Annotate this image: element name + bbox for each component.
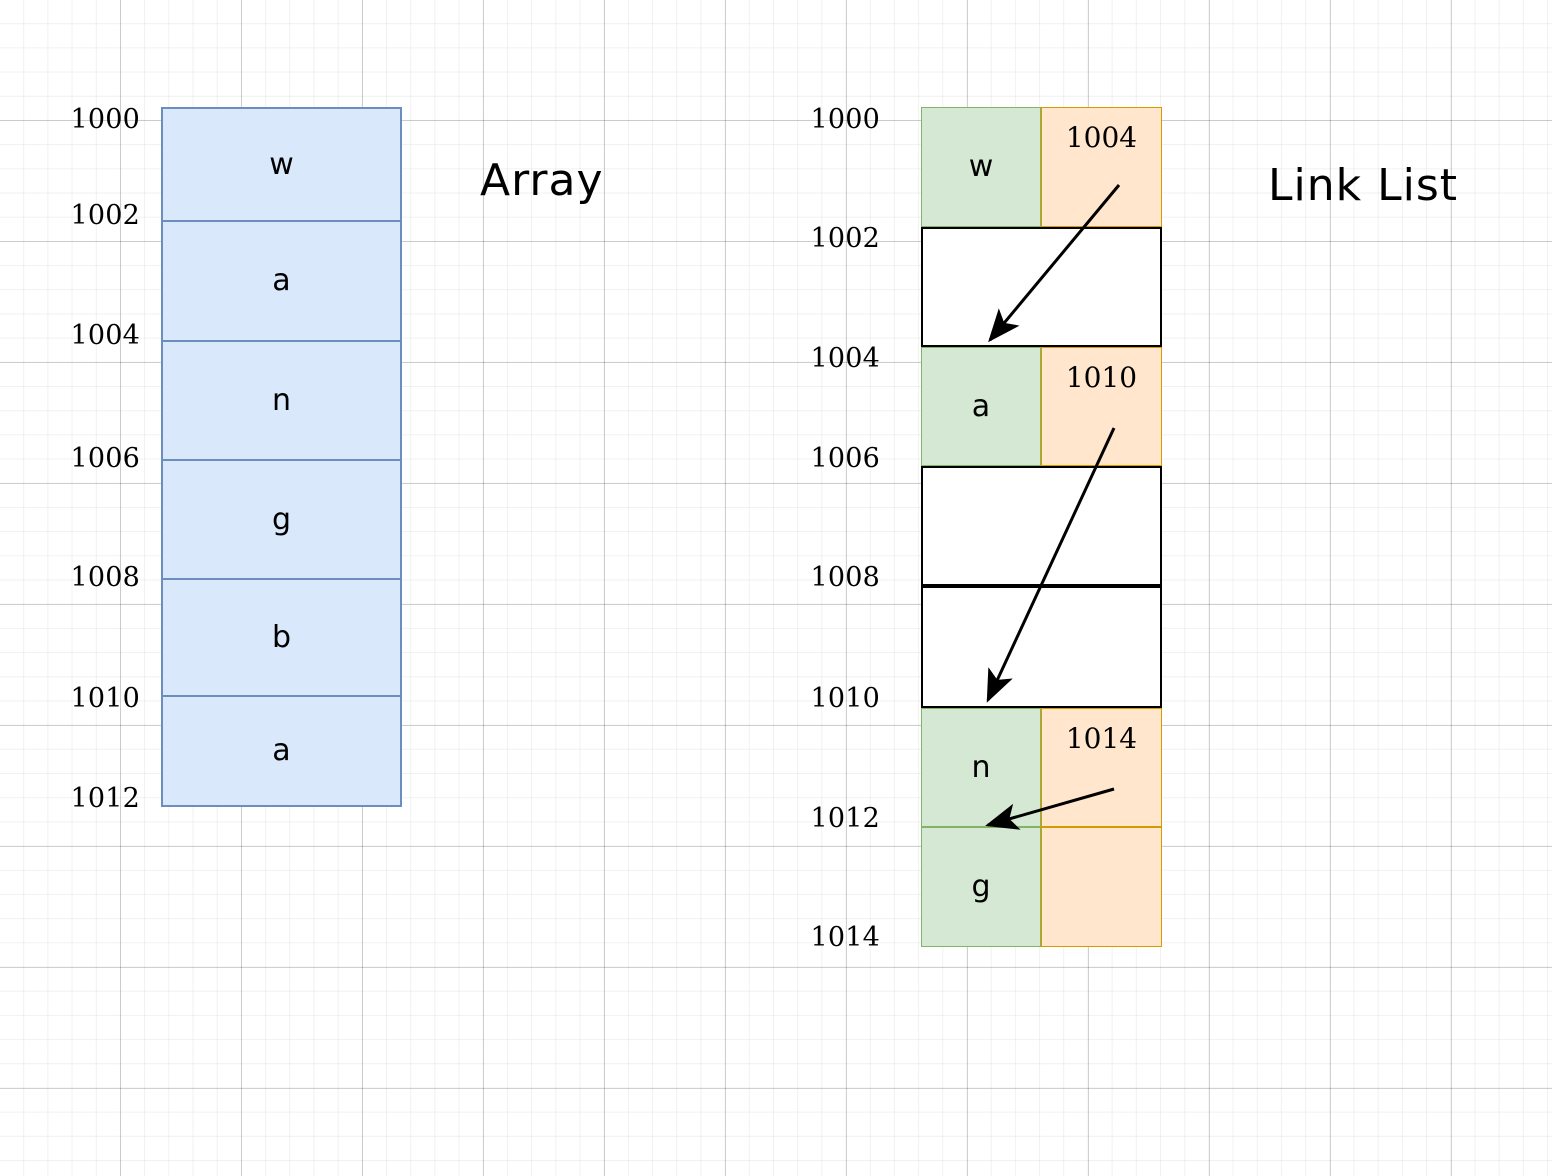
array-cell-value: g [271,501,292,537]
node-data-cell[interactable]: n [921,708,1041,827]
node-pointer-value: 1010 [1065,361,1138,394]
linklist-memory-block: w 1004 a 1010 [921,107,1162,947]
node-pointer-cell[interactable]: 1004 [1041,107,1162,227]
linklist-address-label-1008: 1008 [810,562,880,593]
array-cell-value: n [271,382,291,418]
node-data-value: a [971,388,991,424]
array-address-label-1008: 1008 [70,562,140,593]
linklist-node[interactable]: w 1004 [921,107,1162,227]
array-cell[interactable]: a [163,697,400,805]
linklist-node[interactable]: n 1014 [921,708,1162,827]
array-address-label-1002: 1002 [70,200,140,231]
array-cell[interactable]: n [163,342,400,461]
node-pointer-cell[interactable]: 1010 [1041,347,1162,466]
linklist-node[interactable]: a 1010 [921,347,1162,466]
node-pointer-value: 1014 [1065,722,1138,755]
array-cell[interactable]: g [163,461,400,580]
node-data-cell[interactable]: w [921,107,1041,227]
node-data-cell[interactable]: g [921,827,1041,947]
array-cell-value: b [271,619,292,655]
array-address-label-1012: 1012 [70,783,140,814]
array-address-label-1000: 1000 [70,104,140,135]
linklist-node[interactable]: g [921,827,1162,947]
linklist-address-label-1002: 1002 [810,223,880,254]
node-data-value: g [971,869,991,904]
linklist-title: Link List [1268,160,1459,211]
array-cell[interactable]: b [163,580,400,697]
free-memory-block[interactable] [921,466,1162,586]
array-address-label-1010: 1010 [70,683,140,714]
linklist-address-label-1010: 1010 [810,683,880,714]
node-data-cell[interactable]: a [921,347,1041,466]
node-pointer-cell[interactable] [1041,827,1162,947]
array-cell-value: w [269,146,294,182]
array-address-label-1006: 1006 [70,443,140,474]
node-pointer-value: 1004 [1065,121,1138,154]
linklist-address-label-1014: 1014 [810,922,880,953]
free-memory-block[interactable] [921,586,1162,708]
array-cell[interactable]: a [163,222,400,342]
linklist-address-label-1000: 1000 [810,104,880,135]
node-data-value: n [971,749,991,785]
array-title: Array [480,155,604,206]
node-data-value: w [968,149,994,184]
array-cell-value: a [272,263,291,298]
free-memory-block[interactable] [921,227,1162,347]
array-cell[interactable]: w [163,109,400,222]
array-cell-value: a [272,733,291,768]
linklist-address-label-1004: 1004 [810,343,880,374]
linklist-address-label-1006: 1006 [810,443,880,474]
node-pointer-cell[interactable]: 1014 [1041,708,1162,827]
linklist-address-label-1012: 1012 [810,803,880,834]
array-memory-block: w a n g b a [161,107,402,807]
array-address-label-1004: 1004 [70,320,140,351]
